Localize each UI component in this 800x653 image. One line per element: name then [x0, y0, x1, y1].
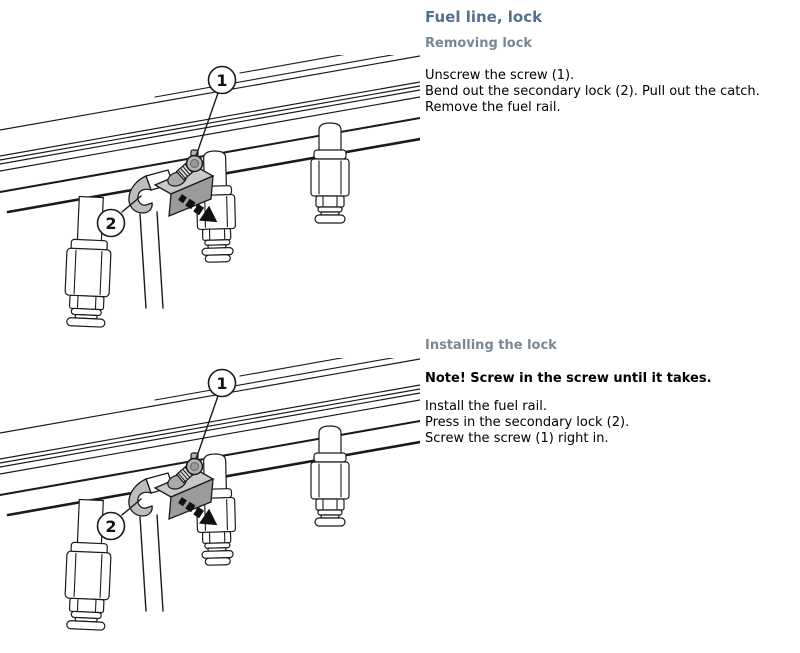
instruction-line: Unscrew the screw (1). — [425, 68, 575, 83]
installing-lock-instructions: Install the fuel rail. Press in the seco… — [425, 399, 797, 447]
instruction-line: Screw the screw (1) right in. — [425, 431, 609, 446]
callout-1-label: 1 — [216, 374, 227, 393]
instruction-line: Bend out the secondary lock (2). Pull ou… — [425, 84, 760, 99]
installing-lock-diagram: 1 2 — [0, 358, 420, 632]
instruction-line: Install the fuel rail. — [425, 399, 547, 414]
callout-1-label: 1 — [216, 71, 227, 90]
removing-lock-diagram: 1 2 — [0, 55, 420, 329]
instruction-line: Press in the secondary lock (2). — [425, 415, 630, 430]
note-text: Note! Screw in the screw until it takes. — [425, 371, 712, 386]
removing-lock-instructions: Unscrew the screw (1). Bend out the seco… — [425, 68, 797, 116]
callout-2-label: 2 — [105, 214, 116, 233]
callout-2-label: 2 — [105, 517, 116, 536]
section-heading-removing-lock: Removing lock — [425, 36, 533, 51]
section-heading-installing-lock: Installing the lock — [425, 338, 557, 353]
instruction-line: Remove the fuel rail. — [425, 100, 561, 115]
page-title: Fuel line, lock — [425, 8, 543, 26]
